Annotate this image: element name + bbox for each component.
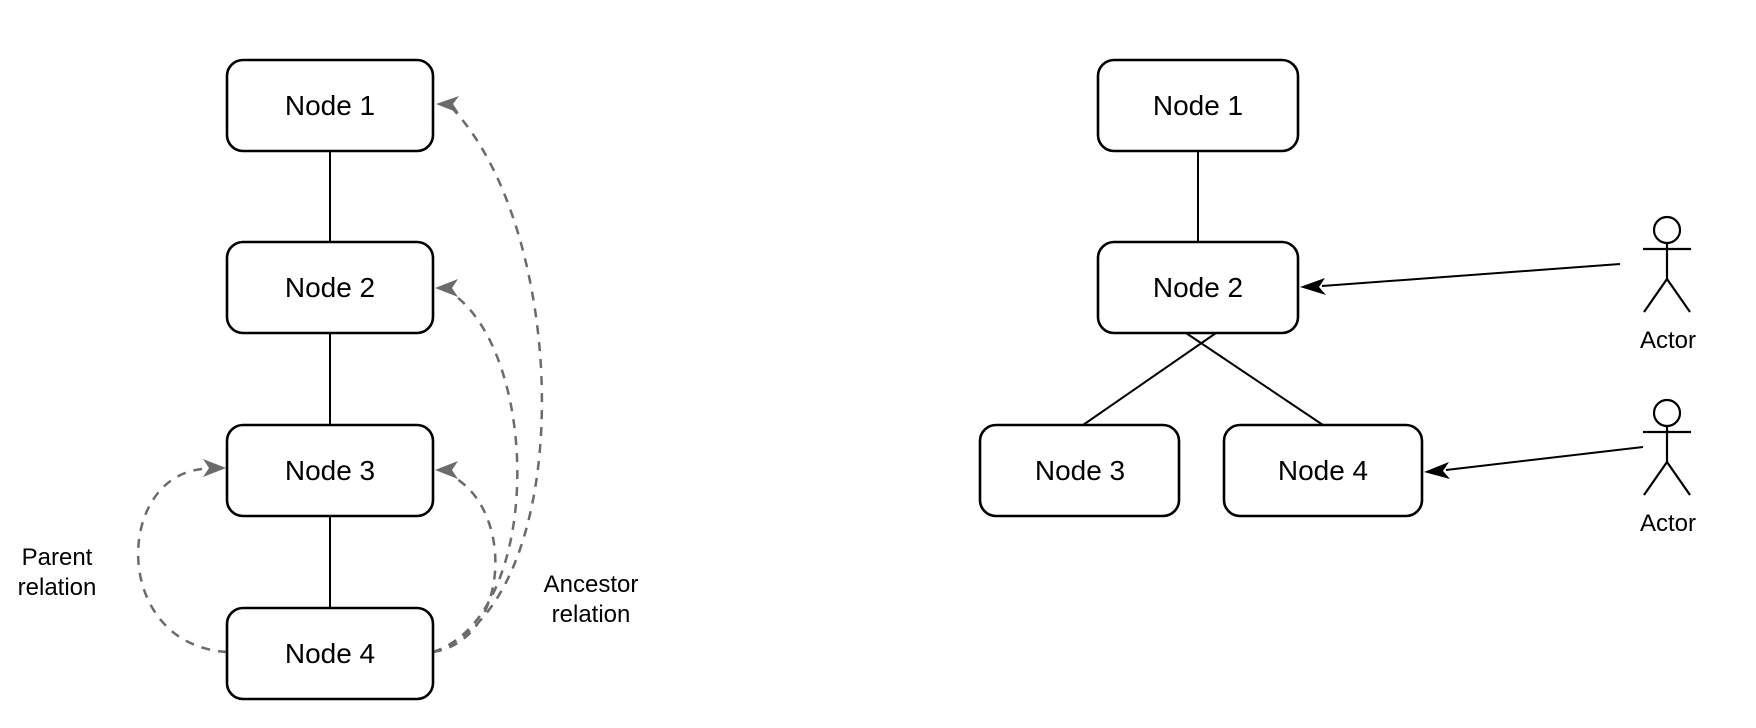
left-node-2-box bbox=[225, 240, 435, 335]
actor-1-arrow-line bbox=[1321, 263, 1621, 287]
parent-relation-label-line2: relation bbox=[18, 574, 97, 601]
parent-relation-arrowhead-icon bbox=[203, 459, 226, 477]
left-node-4: Node 4 bbox=[225, 606, 435, 701]
actor-1-head-icon bbox=[1652, 215, 1682, 245]
actor-2-head-icon bbox=[1652, 398, 1682, 428]
ancestor-arc-to-node2 bbox=[432, 290, 519, 654]
right-edge-node2-node3 bbox=[1082, 332, 1217, 426]
left-node-4-box bbox=[225, 606, 435, 701]
right-node-1-label: Node 1 bbox=[1153, 90, 1243, 121]
parent-relation-label: Parent relation bbox=[18, 544, 97, 601]
ancestor-arc-to-node3 bbox=[432, 474, 497, 654]
ancestor-arrowhead-node3-icon bbox=[435, 461, 458, 479]
actor-1-arrowhead-icon bbox=[1300, 278, 1326, 295]
right-node-2-box bbox=[1096, 240, 1300, 335]
left-node-2-label: Node 2 bbox=[285, 272, 375, 303]
left-node-2: Node 2 bbox=[225, 240, 435, 335]
actor-1-left-leg bbox=[1643, 278, 1668, 313]
left-node-3-box bbox=[225, 423, 435, 518]
actor-2-arrow-line bbox=[1445, 446, 1644, 471]
right-node-1: Node 1 bbox=[1096, 58, 1300, 153]
right-tree: Node 1 Node 2 Node 3 Node 4 Actor bbox=[978, 58, 1696, 537]
right-node-3-label: Node 3 bbox=[1035, 455, 1125, 486]
actor-2-right-leg bbox=[1666, 461, 1691, 496]
left-node-4-label: Node 4 bbox=[285, 638, 375, 669]
right-node-1-box bbox=[1096, 58, 1300, 153]
right-node-2: Node 2 bbox=[1096, 240, 1300, 335]
right-node-4-box bbox=[1222, 423, 1424, 518]
ancestor-relation-label: Ancestor relation bbox=[544, 571, 639, 628]
actor-2-label: Actor bbox=[1640, 510, 1696, 537]
ancestor-relation-label-line1: Ancestor bbox=[544, 571, 639, 598]
ancestor-arrowhead-node1-icon bbox=[436, 96, 459, 113]
actor-2-arrowhead-icon bbox=[1424, 462, 1450, 479]
left-node-3-label: Node 3 bbox=[285, 455, 375, 486]
parent-relation-arc bbox=[137, 467, 228, 654]
parent-relation-label-line1: Parent bbox=[22, 544, 93, 571]
ancestor-arrowhead-node2-icon bbox=[435, 279, 458, 297]
right-node-4-label: Node 4 bbox=[1278, 455, 1368, 486]
ancestor-relation-label-line2: relation bbox=[552, 601, 631, 628]
left-node-1-label: Node 1 bbox=[285, 90, 375, 121]
actor-1-right-leg bbox=[1666, 278, 1691, 313]
actor-1-label: Actor bbox=[1640, 327, 1696, 354]
left-node-1-box bbox=[225, 58, 435, 153]
right-edge-node2-node4 bbox=[1185, 332, 1324, 426]
left-tree: Node 1 Node 2 Node 3 Node 4 Parent relat… bbox=[18, 58, 639, 701]
actor-2-figure bbox=[1643, 398, 1691, 496]
right-node-4: Node 4 bbox=[1222, 423, 1424, 518]
right-node-3: Node 3 bbox=[978, 423, 1181, 518]
right-node-3-box bbox=[978, 423, 1181, 518]
ancestor-arc-to-node1 bbox=[432, 107, 544, 654]
right-node-2-label: Node 2 bbox=[1153, 272, 1243, 303]
left-node-1: Node 1 bbox=[225, 58, 435, 153]
actor-1-figure bbox=[1643, 215, 1691, 313]
actor-2-left-leg bbox=[1643, 461, 1668, 496]
left-node-3: Node 3 bbox=[225, 423, 435, 518]
